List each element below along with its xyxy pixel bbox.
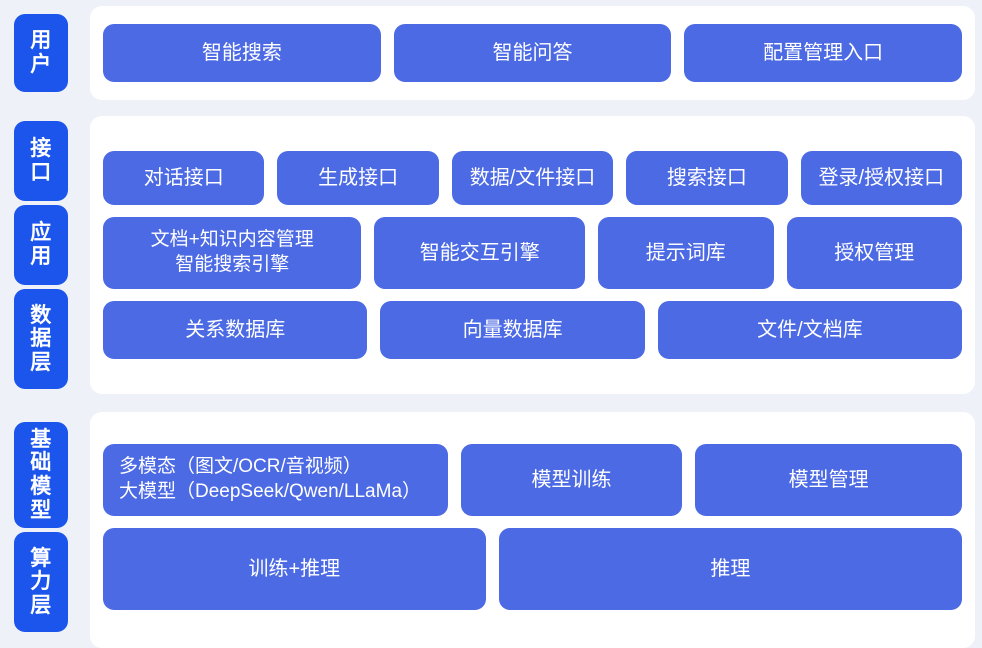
box-model-management[interactable]: 模型管理 (695, 444, 963, 516)
box-data-file-api[interactable]: 数据/文件接口 (451, 151, 614, 205)
box-multimodal-large-model[interactable]: 多模态（图文/OCR/音视频） 大模型（DeepSeek/Qwen/LLaMa） (103, 444, 448, 516)
layer-group-infrastructure: 基础模型 算力层 多模态（图文/OCR/音视频） 大模型（DeepSeek/Qw… (0, 412, 982, 648)
side-tag-compute-label: 算力层 (30, 546, 52, 617)
side-tag-compute[interactable]: 算力层 (14, 532, 68, 632)
side-tag-interface[interactable]: 接口 (14, 121, 68, 201)
box-relational-database[interactable]: 关系数据库 (103, 301, 368, 359)
side-tag-foundation-model[interactable]: 基础模型 (14, 422, 68, 528)
tag-column-user: 用户 (14, 6, 68, 100)
side-tag-application[interactable]: 应用 (14, 205, 68, 285)
box-search-api[interactable]: 搜索接口 (626, 151, 788, 205)
box-training-inference[interactable]: 训练+推理 (103, 528, 486, 610)
box-file-document-store[interactable]: 文件/文档库 (657, 301, 963, 359)
tag-column-infrastructure: 基础模型 算力层 (14, 412, 68, 642)
box-generation-api[interactable]: 生成接口 (277, 151, 439, 205)
row-compute: 训练+推理 推理 (103, 528, 962, 610)
box-vector-database[interactable]: 向量数据库 (380, 301, 645, 359)
row-data: 关系数据库 向量数据库 文件/文档库 (103, 301, 963, 359)
rows-infrastructure: 多模态（图文/OCR/音视频） 大模型（DeepSeek/Qwen/LLaMa）… (103, 412, 963, 642)
box-intelligent-search[interactable]: 智能搜索 (103, 24, 381, 82)
side-tag-interface-label: 接口 (30, 137, 52, 184)
row-interface: 对话接口 生成接口 数据/文件接口 搜索接口 登录/授权接口 (103, 151, 963, 205)
box-inference[interactable]: 推理 (498, 528, 962, 610)
row-user: 智能搜索 智能问答 配置管理入口 (103, 24, 963, 82)
box-model-training[interactable]: 模型训练 (460, 444, 683, 516)
box-intelligent-qa[interactable]: 智能问答 (393, 24, 672, 82)
rows-user: 智能搜索 智能问答 配置管理入口 (103, 6, 963, 100)
tag-column-middle: 接口 应用 数据层 (14, 116, 68, 394)
side-tag-data[interactable]: 数据层 (14, 289, 68, 389)
row-application: 文档+知识内容管理 智能搜索引擎 智能交互引擎 提示词库 授权管理 (103, 217, 963, 289)
layer-group-middle: 接口 应用 数据层 对话接口 生成接口 数据/文件接口 搜索接口 登录/授权接口… (0, 116, 982, 394)
box-config-management-entry[interactable]: 配置管理入口 (684, 24, 963, 82)
box-login-auth-api[interactable]: 登录/授权接口 (800, 151, 963, 205)
box-intelligent-interaction-engine[interactable]: 智能交互引擎 (374, 217, 586, 289)
side-tag-data-label: 数据层 (30, 303, 52, 374)
box-prompt-library[interactable]: 提示词库 (598, 217, 774, 289)
side-tag-foundation-model-label: 基础模型 (30, 427, 52, 522)
box-dialog-api[interactable]: 对话接口 (103, 151, 265, 205)
row-foundation-model: 多模态（图文/OCR/音视频） 大模型（DeepSeek/Qwen/LLaMa）… (103, 444, 963, 516)
side-tag-application-label: 应用 (30, 221, 52, 268)
box-document-knowledge-management[interactable]: 文档+知识内容管理 智能搜索引擎 (103, 217, 362, 289)
side-tag-user[interactable]: 用户 (14, 14, 68, 92)
layer-group-user: 用户 智能搜索 智能问答 配置管理入口 (0, 6, 982, 100)
box-authorization-management[interactable]: 授权管理 (786, 217, 963, 289)
rows-middle: 对话接口 生成接口 数据/文件接口 搜索接口 登录/授权接口 文档+知识内容管理… (103, 116, 963, 394)
side-tag-user-label: 用户 (30, 29, 52, 76)
